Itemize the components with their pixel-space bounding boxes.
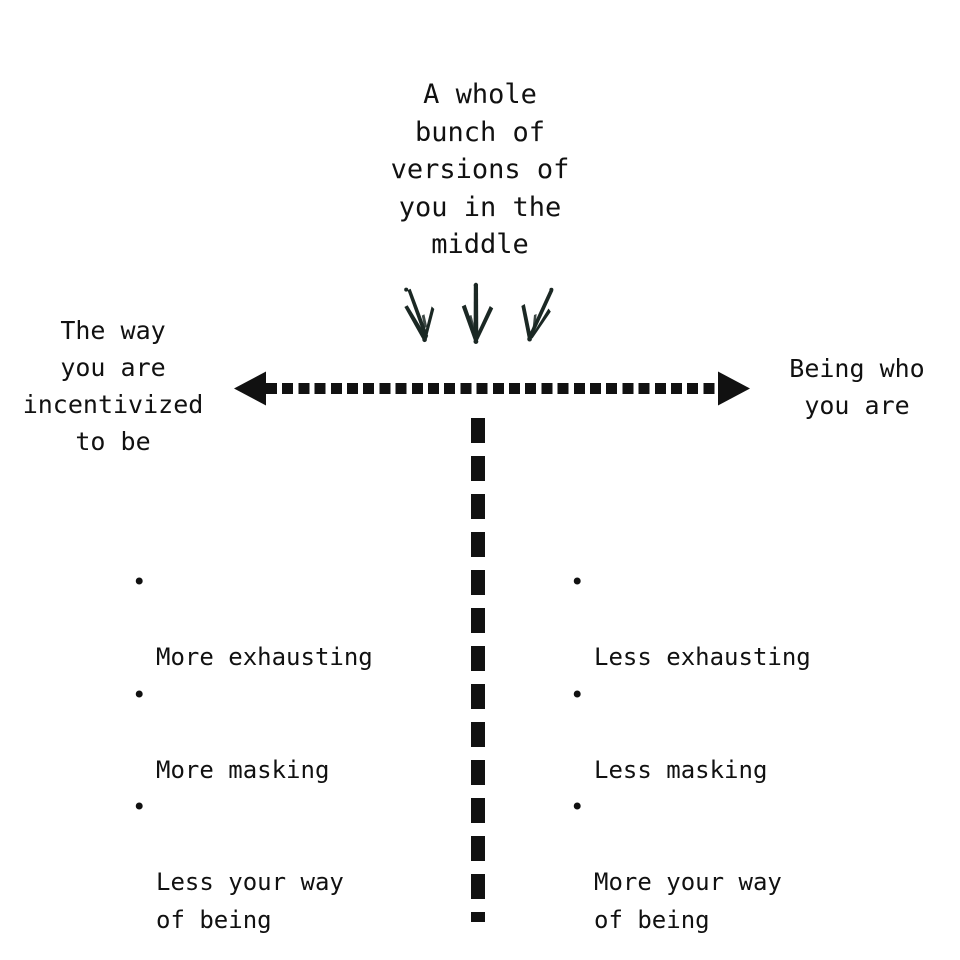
top-caption-text: A whole bunch of versions of you in the … [390,79,570,260]
axis-arrowhead-left-icon [234,371,266,406]
axis-label-left: The way you are incentivized to be [22,316,204,456]
list-item: • More exhausting [130,564,460,677]
list-item-label: More masking [156,755,330,784]
list-item: • Less masking [568,677,898,790]
axis-dotted-line [266,383,718,394]
right-bullet-list: • Less exhausting • Less masking • More … [568,564,898,939]
down-arrow-right-icon [521,287,554,342]
down-arrows-svg [404,282,554,344]
list-item-label: Less your way of being [156,868,344,934]
bullet-icon: • [132,793,147,821]
list-item-label: More your way of being [594,868,782,934]
down-arrow-left-icon [404,287,435,343]
bullet-icon: • [570,680,585,709]
axis-arrowheads-svg [234,371,750,406]
bullet-icon: • [132,680,147,709]
vertical-divider [471,418,485,922]
bullet-icon: • [570,568,585,596]
list-item-label: Less exhausting [594,643,811,671]
spectrum-axis [232,366,752,412]
bullet-icon: • [570,793,585,821]
list-item: • Less your way of being [130,789,460,939]
list-item: • Less exhausting [568,564,898,677]
bullet-icon: • [132,568,147,596]
list-item: • More your way of being [568,789,898,939]
left-bullet-list: • More exhausting • More masking • Less … [130,564,460,939]
down-arrows-group [390,282,570,362]
list-item: • More masking [130,677,460,790]
down-arrow-middle-icon [461,282,494,344]
axis-arrowhead-right-icon [718,371,750,406]
list-item-label: More exhausting [156,643,373,671]
list-item-label: Less masking [594,755,768,784]
axis-label-right: Being who you are [789,354,925,420]
